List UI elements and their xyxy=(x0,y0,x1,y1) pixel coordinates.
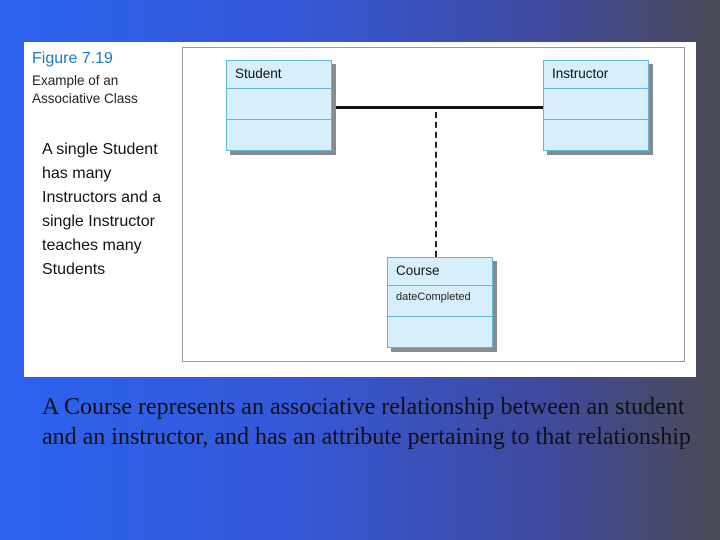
diagram-frame xyxy=(182,47,685,362)
instructor-attributes-section xyxy=(544,89,648,120)
instructor-class: Instructor xyxy=(543,60,649,151)
figure-title: Figure 7.19 xyxy=(32,50,113,67)
multiplicity-note: A single Student has many Instructors an… xyxy=(42,141,162,278)
figure-subtitle: Example of an Associative Class xyxy=(32,73,138,106)
slide-caption: A Course represents an associative relat… xyxy=(42,394,691,450)
course-attributes-section: dateCompleted xyxy=(388,286,492,317)
instructor-class-name: Instructor xyxy=(544,61,648,89)
course-class: Course dateCompleted xyxy=(387,257,493,348)
course-attribute: dateCompleted xyxy=(396,291,471,303)
student-attributes-section xyxy=(227,89,331,120)
course-class-name: Course xyxy=(388,258,492,286)
student-class: Student xyxy=(226,60,332,151)
association-line xyxy=(332,106,543,109)
student-class-name: Student xyxy=(227,61,331,89)
association-class-link xyxy=(435,112,437,257)
